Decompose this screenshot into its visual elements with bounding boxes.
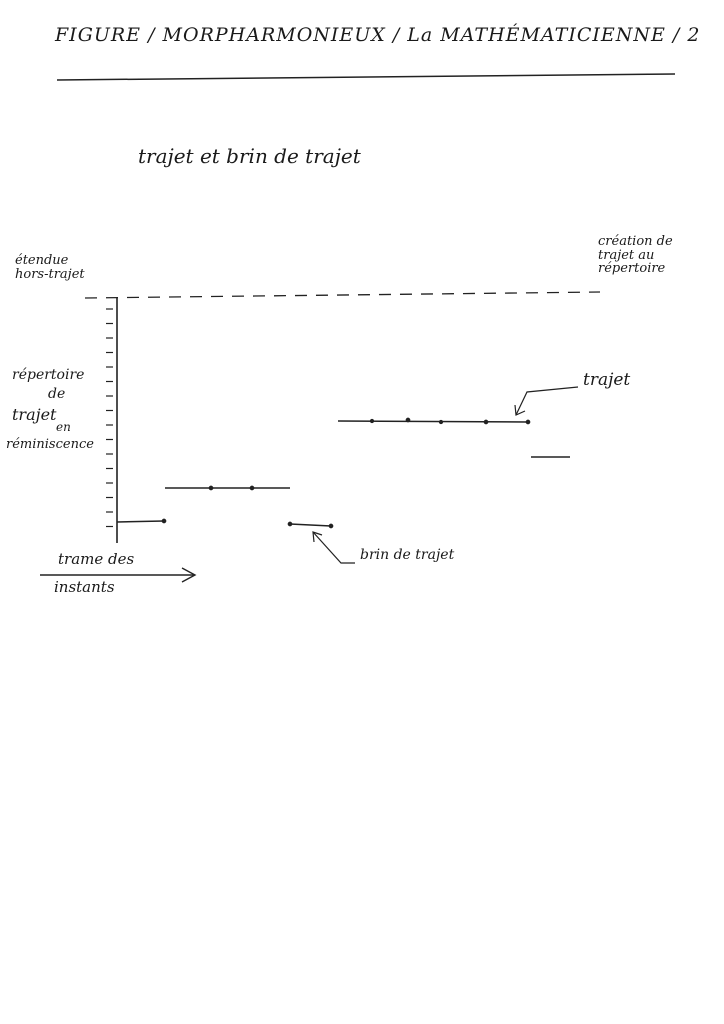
label-trajet: trajet xyxy=(583,370,631,390)
label-x-axis-top: trame des xyxy=(58,550,135,568)
node xyxy=(208,485,214,491)
dashed-limit-line xyxy=(84,291,601,299)
segment-1 xyxy=(116,520,165,523)
label-line: réminiscence xyxy=(6,436,94,452)
label-creation: création de trajet au répertoire xyxy=(598,235,673,276)
label-x-axis-bottom: instants xyxy=(54,578,115,596)
title-underline xyxy=(56,73,676,81)
label-etendue: étendue hors-trajet xyxy=(15,254,85,281)
label-line: étendue xyxy=(15,253,69,268)
label-line: répertoire xyxy=(12,367,85,383)
label-line: trajet au xyxy=(598,247,655,263)
segment-4-trajet xyxy=(337,420,529,423)
node xyxy=(161,518,167,524)
label-line: en xyxy=(56,420,71,435)
label-line: hors-trajet xyxy=(15,266,85,282)
node xyxy=(438,419,444,425)
label-y-axis: répertoire de trajet en réminiscence xyxy=(6,366,94,453)
x-axis-arrow xyxy=(40,567,197,583)
y-axis-ticks xyxy=(106,308,113,528)
label-line: répertoire xyxy=(598,261,666,277)
label-line: trajet xyxy=(12,404,57,424)
node xyxy=(525,419,531,425)
diagram-subtitle: trajet et brin de trajet xyxy=(138,144,361,168)
label-brin-de-trajet: brin de trajet xyxy=(360,547,455,563)
node xyxy=(287,521,293,527)
segment-3-brin xyxy=(289,523,332,527)
node xyxy=(249,485,255,491)
page-title: FIGURE / MORPHARMONIEUX / La MATHÉMATICI… xyxy=(55,24,701,46)
node xyxy=(369,418,375,424)
node xyxy=(328,523,334,529)
node xyxy=(483,419,489,425)
brin-pointer-arrow xyxy=(312,531,355,564)
label-line: création de xyxy=(598,234,673,249)
node xyxy=(405,417,411,423)
segments xyxy=(116,417,570,529)
label-line: de xyxy=(48,385,66,402)
trajet-pointer-arrow xyxy=(514,386,579,416)
